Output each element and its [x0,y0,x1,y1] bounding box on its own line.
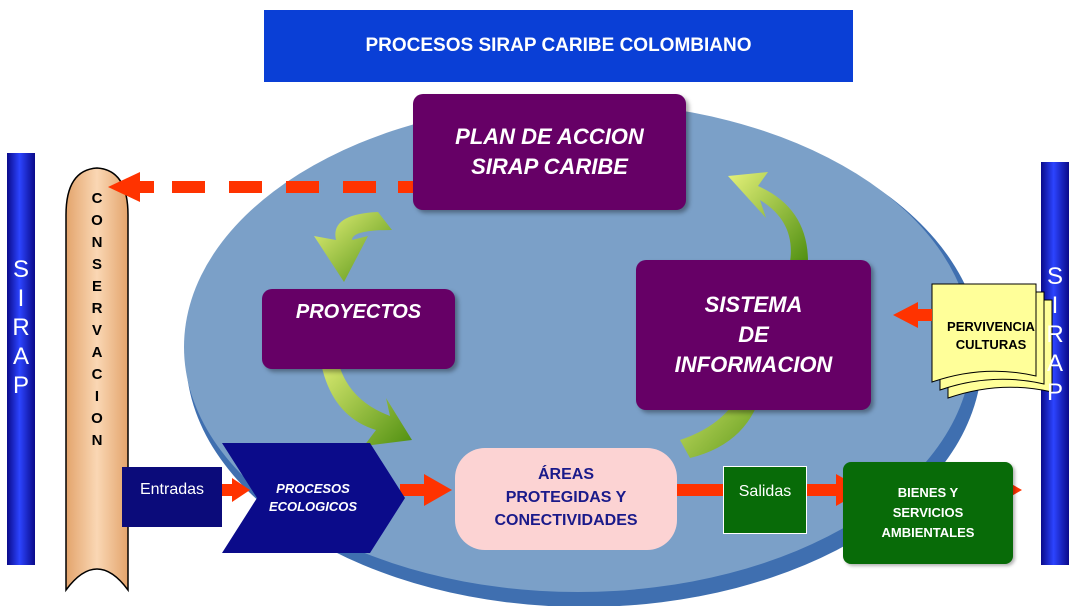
left-sirap-letter: A [12,343,29,370]
green-arrow-sistema-to-plan [728,172,808,262]
conservacion-letter: R [91,300,103,317]
conservacion-letter: A [91,344,103,361]
bienes-servicios-box: BIENES Y SERVICIOS AMBIENTALES [843,462,1013,564]
sistema-de-informacion-box: SISTEMA DE INFORMACION [636,260,871,410]
bienes-line-3: AMBIENTALES [881,525,975,540]
left-sirap-pillar [7,153,35,565]
conservacion-letter: S [91,256,102,273]
proyectos-box: PROYECTOS [262,289,455,369]
arrow-entradas-to-procesos [222,478,250,502]
areas-protegidas-shape [455,448,677,550]
conservacion-letter: O [91,410,103,427]
left-sirap-letter: S [12,256,29,283]
right-sirap-label: S I R A P [1041,262,1069,407]
right-sirap-letter: P [1046,379,1063,406]
right-sirap-letter: I [1051,292,1059,319]
left-sirap-label: S I R A P [7,255,35,400]
conservacion-label: C O N S E R V A C I O N [66,188,128,452]
conservacion-letter: I [94,388,100,405]
left-sirap-letter: R [12,314,30,341]
areas-line-3: CONECTIVIDADES [494,512,638,529]
arrow-procesos-to-areas [400,474,452,506]
conservacion-letter: V [91,322,102,339]
procesos-line-1: PROCESOS [276,481,350,496]
pervivencia-document-stack [931,283,1053,399]
conservacion-letter: C [91,190,103,207]
plan-line-2: SIRAP CARIBE [471,154,628,179]
procesos-ecologicos-chevron [222,443,405,553]
pervivencia-line-2: CULTURAS [955,337,1027,352]
sistema-line-1: SISTEMA [704,292,803,317]
left-sirap-letter: P [12,372,29,399]
areas-line-1: ÁREAS [537,466,594,483]
left-sirap-letter: I [17,285,25,312]
arrow-areas-to-salidas [676,484,724,496]
right-sirap-letter: A [1046,350,1063,377]
sistema-line-3: INFORMACION [674,352,833,377]
bienes-line-1: BIENES Y [897,485,959,500]
conservacion-letter: N [91,234,103,251]
pervivencia-line-1: PERVIVENCIA [947,319,1035,334]
procesos-line-2: ECOLOGICOS [268,499,358,514]
plan-line-1: PLAN DE ACCION [455,124,644,149]
right-sirap-letter: S [1046,263,1063,290]
plan-de-accion-box: PLAN DE ACCION SIRAP CARIBE [413,94,686,210]
conservacion-letter: N [91,432,103,449]
pervivencia-label: PERVIVENCIA CULTURAS [936,318,1046,354]
areas-line-2: PROTEGIDAS Y [505,489,627,506]
green-arrow-plan-to-proyectos [314,212,392,282]
proyectos-label: PROYECTOS [295,301,422,323]
right-sirap-letter: R [1046,321,1064,348]
conservacion-letter: E [91,278,102,295]
conservacion-letter: C [91,366,103,383]
page-title: PROCESOS SIRAP CARIBE COLOMBIANO [264,10,853,82]
salidas-label: Salidas [738,483,792,500]
green-arrow-proyectos-to-areas [320,350,412,446]
salidas-box: Salidas [723,466,807,534]
procesos-ecologicos-label: PROCESOS ECOLOGICOS [258,480,368,516]
arrow-pervivencia-to-sistema [893,302,932,328]
conservacion-letter: O [91,212,103,229]
areas-protegidas-label: ÁREAS PROTEGIDAS Y CONECTIVIDADES [455,463,677,532]
sistema-line-2: DE [738,322,769,347]
entradas-label: Entradas [139,481,205,498]
bienes-line-2: SERVICIOS [892,505,964,520]
entradas-box: Entradas [122,467,222,527]
